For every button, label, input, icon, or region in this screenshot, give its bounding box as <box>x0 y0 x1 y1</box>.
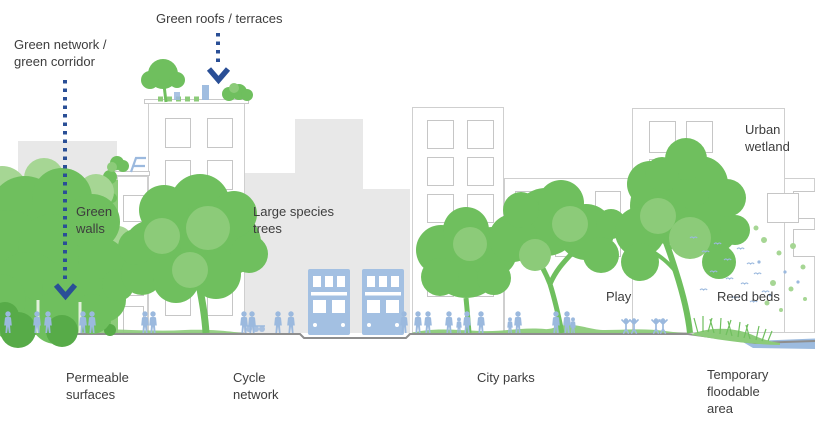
label-permeable-surfaces: Permeable surfaces <box>66 370 129 402</box>
pedestrians <box>4 311 576 333</box>
window <box>467 120 494 149</box>
window <box>427 157 454 186</box>
window <box>793 229 815 257</box>
label-reed-beds: Reed beds <box>717 289 780 304</box>
green-network-arrow-line <box>63 80 67 280</box>
label-green-network: Green network / green corridor <box>14 37 107 69</box>
window <box>427 120 454 149</box>
label-temporary-floodable: Temporary floodable area <box>707 367 769 416</box>
label-play: Play <box>606 289 632 304</box>
park-tree-round <box>416 207 517 334</box>
label-city-parks: City parks <box>477 370 535 385</box>
parked-bicycles <box>246 325 265 332</box>
label-cycle-network: Cycle network <box>233 370 279 402</box>
label-green-walls: Green walls <box>76 204 113 236</box>
window <box>207 118 233 148</box>
window <box>467 157 494 186</box>
green-roof-garden <box>141 59 253 103</box>
park-tree-branching <box>489 180 626 334</box>
roof-terrace <box>107 156 146 173</box>
bus <box>308 269 350 335</box>
reed-beds <box>692 316 780 345</box>
green-roofs-arrow-head <box>206 67 231 85</box>
bus <box>362 269 404 335</box>
wetland-foliage <box>753 225 807 312</box>
street-tree <box>118 174 268 334</box>
label-large-species-trees: Large species trees <box>253 204 334 236</box>
ground-line <box>0 333 815 345</box>
green-roofs-arrow-line <box>216 33 220 67</box>
label-green-roofs: Green roofs / terraces <box>156 11 283 26</box>
label-urban-wetland: Urban wetland <box>745 122 790 154</box>
window <box>767 193 799 223</box>
green-network-arrow-head <box>53 283 78 301</box>
buses <box>308 269 404 335</box>
window <box>165 118 191 148</box>
